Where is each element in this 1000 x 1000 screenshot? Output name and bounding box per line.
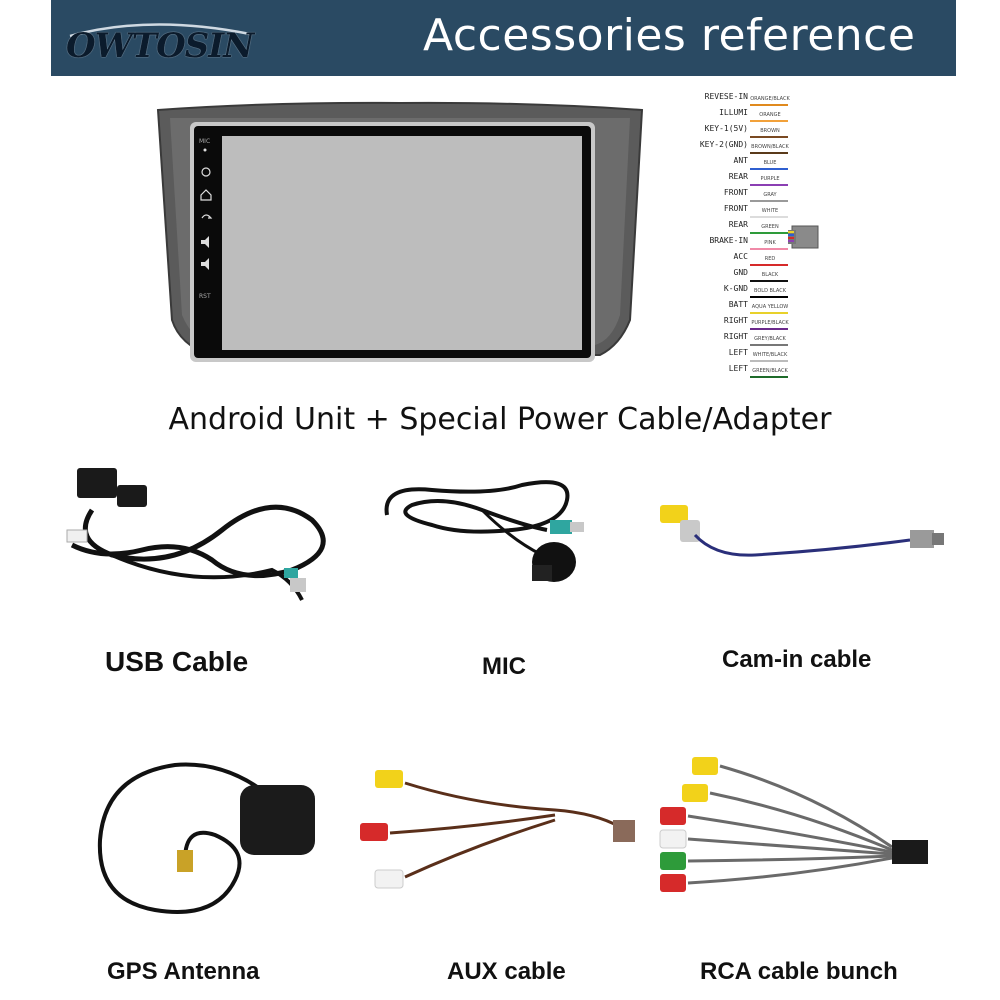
wire-line <box>750 264 788 266</box>
wire-label: BATT <box>728 300 748 309</box>
svg-text:MIC: MIC <box>199 138 210 145</box>
section-title: Android Unit + Special Power Cable/Adapt… <box>168 402 832 437</box>
header-banner: Accessories reference <box>51 0 956 76</box>
wire-label: FRONT <box>723 188 748 197</box>
wire-color-text: PURPLE/BLACK <box>751 320 789 326</box>
mic-image <box>384 480 584 582</box>
wire-line <box>750 136 788 138</box>
wire-line <box>750 232 788 234</box>
wire-label: LEFT <box>728 364 748 373</box>
wire-line <box>750 200 788 202</box>
wire-line <box>750 360 788 362</box>
wire-color-text: RED <box>764 256 776 262</box>
wire-line <box>750 376 788 378</box>
wire-color-text: BOLD BLACK <box>754 288 786 294</box>
gps-antenna-caption: GPS Antenna <box>107 958 260 985</box>
wire-line <box>750 184 788 186</box>
wire-line <box>750 312 788 314</box>
wire-color-text: GREEN <box>761 224 779 230</box>
cam-in-cable-caption: Cam-in cable <box>722 646 872 673</box>
wire-line <box>750 168 788 170</box>
svg-text:RST: RST <box>199 293 211 300</box>
aux-cable-image <box>360 770 635 889</box>
wire-color-text: GREY/BLACK <box>754 336 786 342</box>
wire-color-text: PINK <box>764 240 776 246</box>
rca-cable-bunch-image <box>659 757 928 892</box>
wire-color-text: GREEN/BLACK <box>752 368 788 374</box>
logo-swoosh-icon <box>69 23 251 38</box>
wire-label: RIGHT <box>723 316 748 325</box>
wire-line <box>750 280 788 282</box>
wire-label: RIGHT <box>723 332 748 341</box>
wire-line <box>750 152 788 154</box>
wire-label: ACC <box>733 252 748 261</box>
wire-label: KEY-2(GND) <box>699 140 748 149</box>
usb-cable-image <box>66 468 326 601</box>
aux-cable-caption: AUX cable <box>447 958 566 985</box>
wire-line <box>750 328 788 330</box>
cam-in-cable-image <box>660 505 944 557</box>
wire-label: REAR <box>728 172 748 181</box>
wire-line <box>750 296 788 298</box>
wire-color-text: BROWN/BLACK <box>751 144 789 150</box>
wire-line <box>750 248 788 250</box>
brand-logo: OWTOSIN <box>60 22 260 72</box>
usb-cable-caption: USB Cable <box>105 646 249 677</box>
wire-color-text: GRAY <box>763 192 777 198</box>
wire-color-text: ORANGE <box>759 112 781 118</box>
gps-antenna-image <box>97 762 315 914</box>
wire-line <box>750 344 788 346</box>
wire-label: ANT <box>733 156 748 165</box>
wire-label: BRAKE-IN <box>709 236 748 245</box>
wire-line <box>750 216 788 218</box>
wire-line <box>750 104 788 106</box>
logo-text: OWTOSIN <box>66 26 254 66</box>
wire-label: KEY-1(5V) <box>704 124 748 133</box>
header-title: Accessories reference <box>423 10 916 61</box>
wire-label: GND <box>733 268 748 277</box>
wire-label: REVESE-IN <box>704 92 748 101</box>
wire-color-text: WHITE/BLACK <box>752 352 788 358</box>
wiring-connector-image <box>788 225 819 249</box>
wire-color-text: BLACK <box>761 272 779 278</box>
wire-label: FRONT <box>723 204 748 213</box>
wire-color-text: BLUE <box>763 160 777 166</box>
wire-color-text: BROWN <box>760 128 780 134</box>
wire-label: K-GND <box>723 284 748 293</box>
android-unit-image: MIC RST <box>150 100 650 370</box>
wire-label: LEFT <box>728 348 748 357</box>
rca-cable-bunch-caption: RCA cable bunch <box>700 958 898 985</box>
wire-color-text: WHITE <box>761 208 779 214</box>
wire-line <box>750 120 788 122</box>
mic-caption: MIC <box>482 653 526 680</box>
wire-label: ILLUMI <box>719 108 748 117</box>
wire-color-text: ORANGE/BLACK <box>750 96 790 102</box>
wire-color-text: PURPLE <box>760 176 780 182</box>
wire-label: REAR <box>728 220 748 229</box>
wire-color-text: AQUA YELLOW <box>751 304 789 310</box>
